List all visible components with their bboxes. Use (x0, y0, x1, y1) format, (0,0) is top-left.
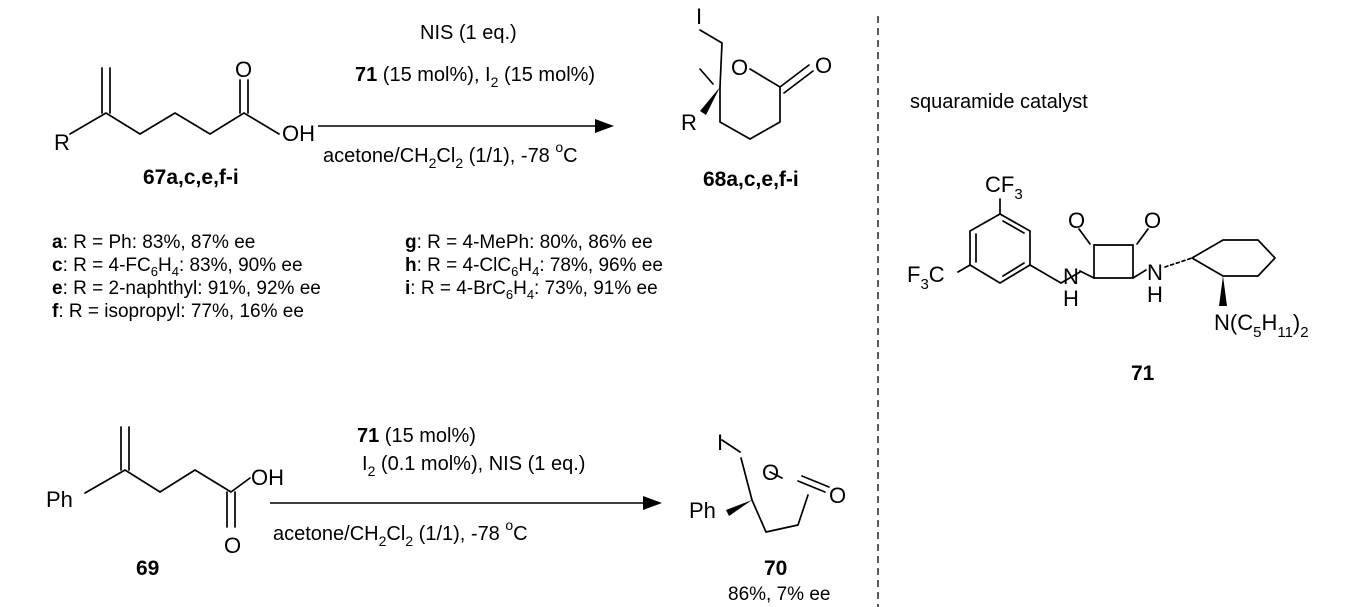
conditions-2-reagents: I2 (0.1 mol%), NIS (1 eq.) (362, 453, 585, 479)
catalyst-h2: H (1147, 282, 1163, 307)
result-i: i: R = 4-BrC6H4: 73%, 91% ee (405, 278, 658, 302)
product-70-ring-o: O (762, 460, 779, 485)
product-70-o: O (829, 483, 846, 508)
catalyst-n2: N (1147, 260, 1163, 285)
catalyst-71: squaramide catalyst CF3 F3C O O N H N H … (907, 91, 1309, 385)
catalyst-squaramide-core (1078, 228, 1149, 279)
conditions-1-catalyst: 71 (15 mol%), I2 (15 mol%) (355, 64, 595, 90)
product-68-ring (699, 68, 781, 140)
reactant-67-methylene (101, 67, 111, 114)
catalyst-o1: O (1068, 208, 1085, 233)
product-70: I O O Ph 70 86%, 7% ee (689, 430, 846, 605)
conditions-2: 71 (15 mol%) I2 (0.1 mol%), NIS (1 eq.) … (273, 425, 585, 549)
product-70-ph: Ph (689, 498, 716, 523)
product-68-side-chain (699, 29, 723, 88)
reactant-67-carbonyl (239, 79, 249, 114)
reactant-67-o: O (235, 57, 252, 82)
compound-label-69: 69 (136, 557, 159, 580)
conditions-1-reagent: NIS (1 eq.) (420, 22, 517, 44)
product-70-ring (721, 439, 809, 533)
catalyst-amine: N(C5H11)2 (1214, 310, 1309, 341)
catalyst-aryl-substituents (957, 198, 1081, 284)
reactant-69-o: O (224, 533, 241, 558)
product-68-i: I (696, 4, 702, 29)
reactant-69-carbonyl (226, 491, 236, 528)
result-g: g: R = 4-MePh: 80%, 86% ee (405, 232, 653, 253)
reactant-67: R OH O 67a,c,e,f-i (54, 57, 315, 189)
conditions-2-solvent: acetone/CH2Cl2 (1/1), -78 oC (273, 517, 528, 549)
catalyst-aryl-ring (969, 213, 1031, 284)
product-70-side-chain (740, 457, 753, 501)
result-h: h: R = 4-ClC6H4: 78%, 96% ee (405, 255, 663, 279)
reactant-69-oh: OH (251, 465, 284, 490)
catalyst-f3c: F3C (907, 262, 945, 293)
results-list: a: R = Ph: 83%, 87% ee c: R = 4-FC6H4: 8… (52, 232, 663, 322)
reactant-69-ph: Ph (46, 487, 73, 512)
result-a: a: R = Ph: 83%, 87% ee (52, 232, 255, 253)
reactant-67-oh: OH (282, 121, 315, 146)
catalyst-title: squaramide catalyst (910, 91, 1088, 113)
product-68-o: O (815, 53, 832, 78)
catalyst-cyclohexane (1191, 239, 1276, 277)
compound-label-71: 71 (1131, 362, 1155, 385)
reactant-67-skeleton (69, 112, 280, 135)
catalyst-h1: H (1063, 286, 1079, 311)
result-f: f: R = isopropyl: 77%, 16% ee (52, 301, 304, 322)
catalyst-cf3-top: CF3 (985, 172, 1023, 203)
conditions-1-solvent: acetone/CH2Cl2 (1/1), -78 oC (323, 139, 578, 171)
reactant-69-skeleton (84, 469, 251, 494)
result-e: e: R = 2-naphthyl: 91%, 92% ee (52, 278, 321, 299)
product-68: I O O R 68a,c,e,f-i (681, 4, 832, 191)
conditions-1: NIS (1 eq.) 71 (15 mol%), I2 (15 mol%) a… (323, 22, 595, 171)
product-70-i: I (717, 430, 723, 455)
catalyst-wedge (1219, 276, 1227, 306)
result-c: c: R = 4-FC6H4: 83%, 90% ee (52, 255, 303, 279)
product-68-ring-o: O (731, 55, 748, 80)
reactant-69-methylene (120, 426, 130, 471)
reactant-67-r: R (54, 130, 70, 155)
reaction-arrow-2 (270, 496, 662, 510)
catalyst-o2: O (1144, 208, 1161, 233)
product-70-yield: 86%, 7% ee (728, 584, 830, 605)
conditions-2-catalyst: 71 (15 mol%) (357, 425, 476, 447)
compound-label-67: 67a,c,e,f-i (143, 166, 239, 189)
product-68-carbonyl (779, 64, 814, 94)
product-68-r: R (681, 110, 697, 135)
product-70-wedge (726, 500, 752, 516)
reactant-69: Ph OH O 69 (46, 426, 284, 580)
product-70-carbonyl (797, 475, 830, 493)
product-68-wedge (700, 87, 720, 115)
reaction-arrow-1 (318, 119, 614, 133)
catalyst-hash-bond (1164, 257, 1193, 268)
compound-label-68: 68a,c,e,f-i (703, 168, 799, 191)
catalyst-nh-links (1079, 269, 1147, 279)
catalyst-n1: N (1063, 264, 1079, 289)
compound-label-70: 70 (764, 557, 787, 580)
